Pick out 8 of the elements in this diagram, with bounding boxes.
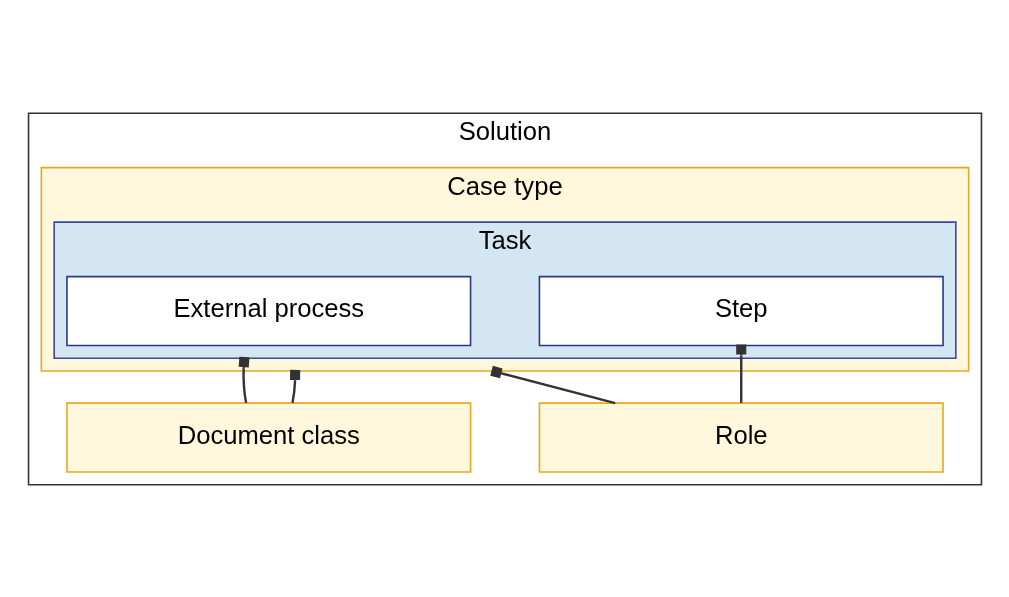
connector xyxy=(735,343,746,403)
node-box: External process xyxy=(65,275,471,346)
node-box: Step xyxy=(538,275,944,346)
connector xyxy=(289,369,300,403)
connector xyxy=(489,365,615,404)
connector xyxy=(238,356,249,403)
node-box: Role xyxy=(538,401,944,473)
node-box: Document class xyxy=(65,401,471,473)
